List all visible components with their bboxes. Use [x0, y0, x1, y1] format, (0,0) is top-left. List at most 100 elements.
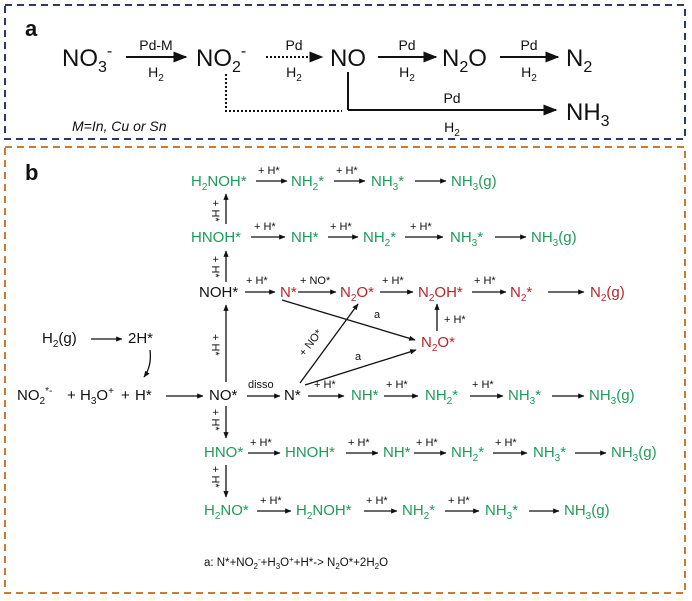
row-5: HNO* + H* HNOH* + H* NH* + H* NH2* + H* …	[204, 437, 657, 464]
r3-n2: N2*	[510, 284, 532, 304]
footnote: a: N*+NO2-+H3O++H*-> N2O*+2H2O	[204, 555, 388, 571]
r2-lab-3: + H*	[410, 221, 432, 233]
r1-lab-2: + H*	[336, 165, 358, 177]
cat-step2-top: Pd	[285, 37, 302, 53]
r1-nh3g: NH3(g)	[451, 173, 497, 193]
r4-nh3: NH3*	[508, 387, 541, 407]
r5-lab-2: + H*	[348, 437, 370, 449]
r4-lab-disso: disso	[248, 379, 274, 391]
r4-nh: NH*	[351, 387, 379, 404]
metal-note: M=In, Cu or Sn	[72, 118, 167, 134]
r2-nh: NH*	[291, 229, 319, 246]
r1-nh2: NH2*	[291, 173, 324, 193]
arrow-2h-h	[143, 349, 152, 378]
panel-a-border	[4, 4, 686, 140]
cat-nh3-top: Pd	[443, 90, 460, 106]
diag-n-top-to-n2o	[281, 299, 416, 341]
species-nh3: NH3	[566, 99, 610, 130]
r5-lab-4: + H*	[495, 437, 517, 449]
r5-nh2: NH2*	[451, 444, 484, 464]
r4-no2: NO2*-	[17, 386, 52, 407]
row-4: NO2*- + H3O+ + H* NO* disso N* + H* NH* …	[17, 379, 635, 407]
species-n2: N2	[566, 45, 592, 76]
h2g: H2(g)	[42, 330, 77, 350]
r4-lab-3: + H*	[472, 379, 494, 391]
r2-nh3: NH3*	[450, 229, 483, 249]
species-n2o: N2O	[442, 45, 487, 76]
r4-lab-2: + H*	[386, 379, 408, 391]
r6-lab-2: + H*	[366, 495, 388, 507]
r1-lab-1: + H*	[258, 165, 280, 177]
cat-step4-top: Pd	[520, 37, 537, 53]
v-lab-r2-r1: + H*	[209, 200, 221, 222]
diag-n-to-n2o-top	[299, 303, 359, 384]
two-h: 2H*	[128, 330, 153, 347]
r4-n: N*	[284, 387, 301, 404]
r2-lab-2: + H*	[330, 221, 352, 233]
cat-step3-top: Pd	[398, 37, 415, 53]
r2-nh2: NH2*	[363, 229, 396, 249]
r2-nh3g: NH3(g)	[531, 229, 577, 249]
r4-no: NO*	[209, 387, 238, 404]
r4-nh2: NH2*	[425, 387, 458, 407]
r3-lab-3: + H*	[382, 275, 404, 287]
r4-h3o: H3O+	[80, 386, 114, 407]
n2o-mid: N2O*	[421, 334, 455, 354]
r1-h2noh: H2NOH*	[191, 173, 247, 193]
r6-nh2: NH2*	[402, 502, 435, 522]
cat-step1-bottom: H2	[148, 64, 164, 84]
panel-b-label: b	[25, 160, 38, 185]
v-lab-hno-h2no: + H*	[209, 466, 221, 488]
row-2: HNOH* + H* NH* + H* NH2* + H* NH3* NH3(g…	[191, 221, 577, 249]
cat-step1-top: Pd-M	[139, 37, 172, 53]
r3-lab-1: + H*	[246, 275, 268, 287]
cat-step3-bottom: H2	[399, 64, 415, 84]
panel-a-label: a	[25, 16, 38, 41]
v-lab-r3-r2: + H*	[209, 256, 221, 278]
lab-n2omid-n2oh: + H*	[444, 314, 466, 326]
v-lab-no-noh: + H*	[209, 334, 221, 356]
v-lab-no-hno: + H*	[209, 409, 221, 431]
r5-nh: NH*	[383, 444, 411, 461]
cat-nh3-bottom: H2	[444, 119, 460, 139]
r3-lab-2: + NO*	[300, 275, 331, 287]
r6-lab-1: + H*	[260, 495, 282, 507]
r5-nh3g: NH3(g)	[611, 444, 657, 464]
r5-nh3: NH3*	[533, 444, 566, 464]
species-no: NO	[330, 45, 366, 72]
r3-noh: NOH*	[199, 284, 238, 301]
dotted-no2-bypass	[225, 74, 342, 112]
r1-nh3: NH3*	[371, 173, 404, 193]
r4-plus-1: +	[67, 387, 76, 404]
r6-lab-3: + H*	[448, 495, 470, 507]
r3-n: N*	[280, 284, 297, 301]
r4-plus-2: +	[121, 387, 130, 404]
r4-h: H*	[135, 387, 152, 404]
r5-lab-3: + H*	[416, 437, 438, 449]
row-3: NOH* + H* N* + NO* N2O* + H* N2OH* + H* …	[199, 275, 625, 304]
r4-nh3g: NH3(g)	[589, 387, 635, 407]
diag-n-to-n2o-mid	[304, 349, 417, 386]
row-1: H2NOH* + H* NH2* + H* NH3* NH3(g)	[191, 165, 497, 193]
diag-a-top: a	[374, 309, 381, 321]
r6-h2no: H2NO*	[204, 502, 249, 522]
r6-nh3g: NH3(g)	[564, 502, 610, 522]
r3-n2oh: N2OH*	[418, 284, 463, 304]
cat-step4-bottom: H2	[521, 64, 537, 84]
r6-nh3: NH3*	[485, 502, 518, 522]
diag-a-bottom: a	[355, 351, 362, 363]
row-6: H2NO* + H* H2NOH* + H* NH2* + H* NH3* NH…	[204, 495, 610, 522]
r2-hnoh: HNOH*	[191, 229, 241, 246]
r5-lab-1: + H*	[250, 437, 272, 449]
species-no3: NO3-	[62, 43, 112, 76]
r3-n2g: N2(g)	[590, 284, 625, 304]
r5-hnoh: HNOH*	[285, 444, 335, 461]
r6-h2noh: H2NOH*	[296, 502, 352, 522]
cat-step2-bottom: H2	[286, 64, 302, 84]
r3-n2o: N2O*	[340, 284, 374, 304]
panel-b-border	[4, 146, 686, 594]
species-no2: NO2-	[196, 43, 246, 76]
r4-lab-1: + H*	[314, 379, 336, 391]
r2-lab-1: + H*	[254, 221, 276, 233]
